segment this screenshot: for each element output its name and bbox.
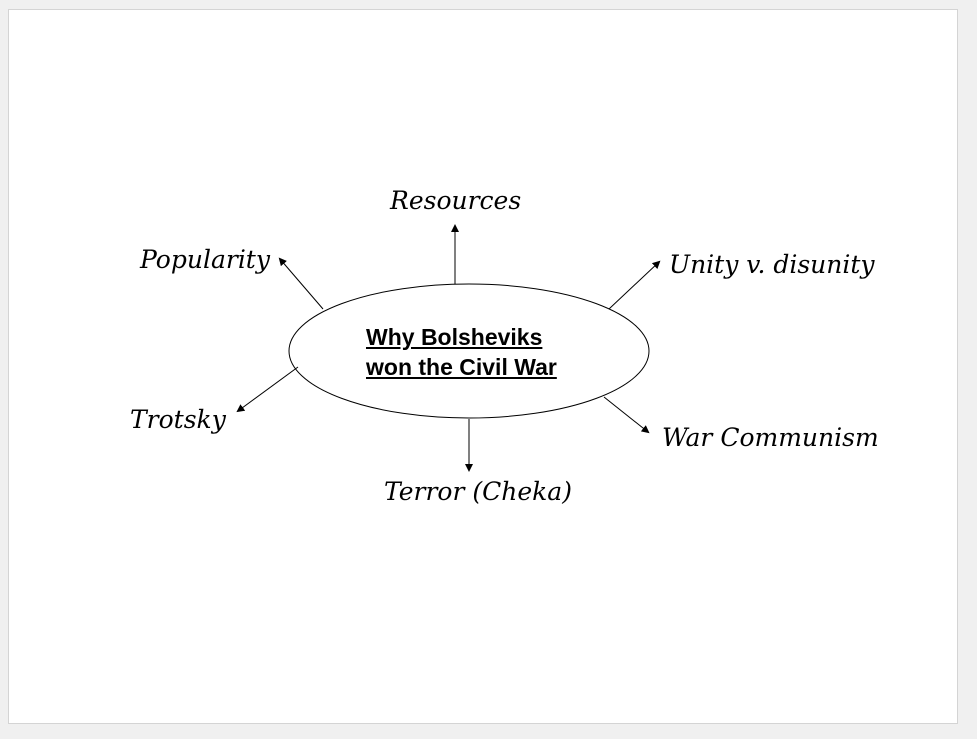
arrow-war-communism xyxy=(603,396,650,434)
label-unity: Unity v. disunity xyxy=(669,250,875,279)
arrow-popularity xyxy=(278,257,324,310)
arrow-unity xyxy=(608,260,661,310)
label-popularity: Popularity xyxy=(140,245,270,274)
label-resources: Resources xyxy=(390,186,522,215)
center-title-line-2: won the Civil War xyxy=(366,354,557,380)
center-title-line-1: Why Bolsheviks xyxy=(366,324,543,350)
label-trotsky: Trotsky xyxy=(130,405,226,434)
label-terror: Terror (Cheka) xyxy=(384,477,572,506)
label-war-communism: War Communism xyxy=(662,423,879,452)
arrow-trotsky xyxy=(236,366,299,413)
center-ellipse xyxy=(288,283,650,419)
center-title: Why Bolsheviks won the Civil War xyxy=(366,322,606,382)
